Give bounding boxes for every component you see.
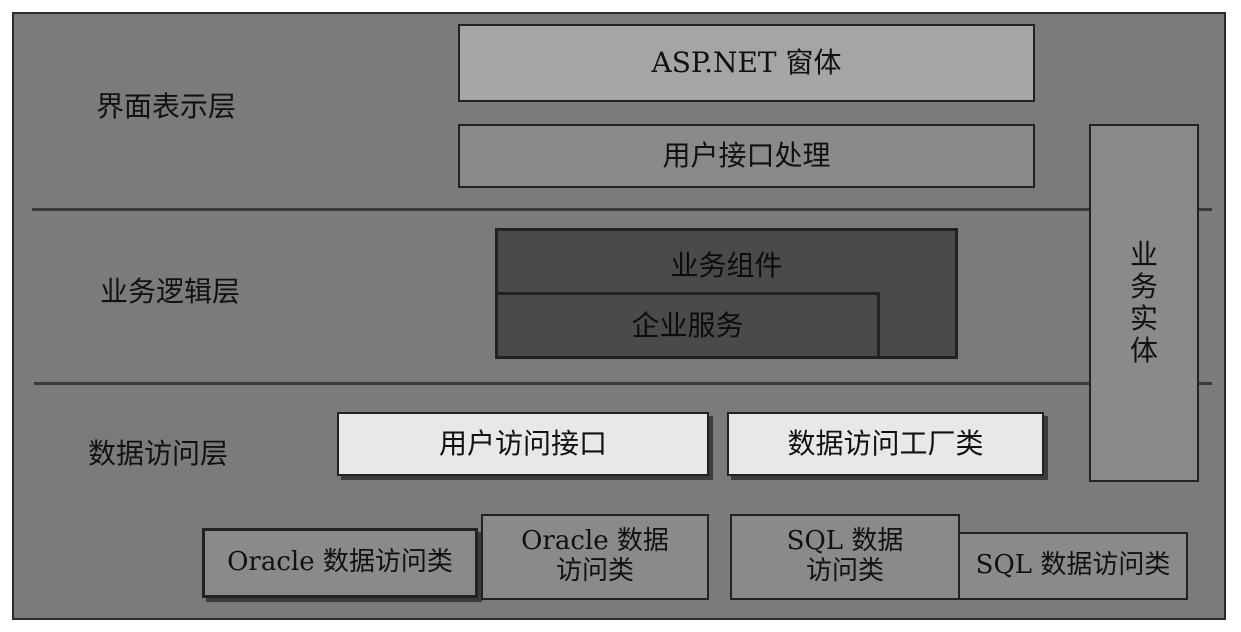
data-access-factory-box: 数据访问工厂类 [727, 412, 1044, 476]
user-access-interface-box: 用户访问接口 [337, 412, 709, 476]
ui-processing-box: 用户接口处理 [458, 124, 1035, 188]
sql-access-class-box: SQL 数据访问类 [958, 532, 1188, 600]
separator-presentation-business [32, 208, 1212, 211]
separator-business-data [34, 382, 1212, 385]
oracle-access-class-box: Oracle 数据访问类 [202, 528, 478, 598]
sql-data-access-line2: 访问类 [805, 556, 884, 586]
business-entity-char: 实 [1129, 302, 1158, 335]
sql-data-access-line1: SQL 数据 [786, 526, 904, 557]
oracle-data-access-box: Oracle 数据 访问类 [481, 514, 709, 600]
aspnet-forms-box: ASP.NET 窗体 [458, 24, 1035, 102]
layer-label-business: 业务逻辑层 [100, 275, 241, 308]
business-components-label: 业务组件 [670, 249, 783, 282]
business-entity-box: 业 务 实 体 [1089, 124, 1199, 482]
business-entity-char: 业 [1129, 237, 1158, 271]
business-entity-char: 体 [1129, 334, 1158, 368]
layer-label-presentation: 界面表示层 [96, 90, 237, 123]
oracle-data-access-line1: Oracle 数据 [521, 526, 669, 557]
enterprise-services-box: 企业服务 [495, 292, 880, 359]
sql-data-access-box: SQL 数据 访问类 [730, 514, 960, 600]
oracle-data-access-line2: 访问类 [555, 556, 634, 586]
business-entity-char: 务 [1129, 269, 1158, 303]
layer-label-data-access: 数据访问层 [88, 437, 229, 470]
